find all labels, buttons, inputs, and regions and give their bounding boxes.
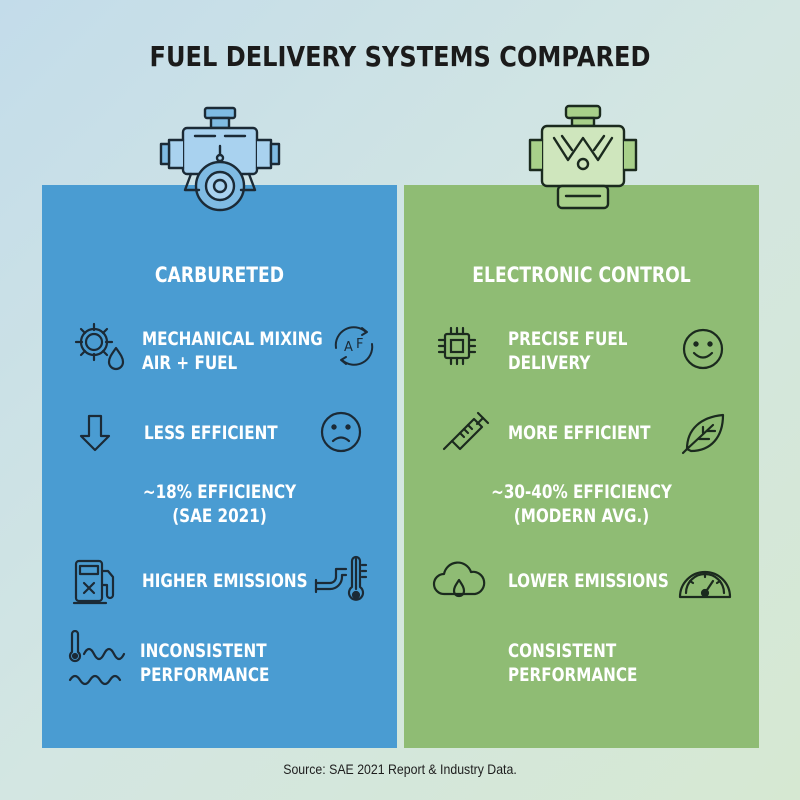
smile-face-icon <box>681 327 725 371</box>
inconsistent-performance-line1: INCONSISTENT <box>140 640 267 662</box>
gauge-icon <box>676 557 734 603</box>
efficiency-stat-line1: ~30-40% EFFICIENCY <box>491 481 672 503</box>
down-arrow-icon <box>78 413 112 453</box>
precise-fuel-line2: DELIVERY <box>508 352 591 374</box>
precise-fuel-line1: PRECISE FUEL <box>508 328 628 350</box>
efficiency-stat-line2: (MODERN AVG.) <box>513 505 650 527</box>
electronic-engine-icon <box>518 100 648 220</box>
sad-face-icon <box>319 410 363 454</box>
fuel-pump-icon <box>72 557 120 607</box>
exhaust-thermometer-icon <box>312 553 372 609</box>
less-efficient-label: LESS EFFICIENT <box>144 422 278 444</box>
mechanical-mixing-line1: MECHANICAL MIXING <box>142 328 323 350</box>
leaf-icon <box>679 409 729 457</box>
carbureted-panel: CARBURETED MECHANICAL MIXING AIR + FUEL … <box>42 185 397 748</box>
carbureted-engine-icon <box>155 100 285 220</box>
gear-droplet-icon <box>72 320 132 372</box>
more-efficient-label: MORE EFFICIENT <box>508 422 651 444</box>
air-fuel-cycle-icon: A F <box>326 318 382 374</box>
consistent-performance-line1: CONSISTENT <box>508 640 617 662</box>
electronic-control-heading: ELECTRONIC CONTROL <box>472 263 691 287</box>
page-title: FUEL DELIVERY SYSTEMS COMPARED <box>149 40 651 73</box>
svg-text:F: F <box>356 337 363 352</box>
inconsistent-performance-line2: PERFORMANCE <box>140 664 270 686</box>
mechanical-mixing-line2: AIR + FUEL <box>142 352 238 374</box>
higher-emissions-label: HIGHER EMISSIONS <box>142 570 308 592</box>
thermometer-waves-icon <box>66 630 132 688</box>
consistent-performance-line2: PERFORMANCE <box>508 664 638 686</box>
cloud-droplet-icon <box>430 560 490 604</box>
efficiency-stat-line1: ~18% EFFICIENCY <box>142 481 297 503</box>
injector-icon <box>440 407 494 457</box>
lower-emissions-label: LOWER EMISSIONS <box>508 570 669 592</box>
electronic-control-panel: ELECTRONIC CONTROL PRECISE FUEL DELIVERY… <box>404 185 759 748</box>
source-note: Source: SAE 2021 Report & Industry Data. <box>283 761 517 777</box>
svg-text:A: A <box>344 340 353 355</box>
efficiency-stat-line2: (SAE 2021) <box>172 505 267 527</box>
chip-icon <box>436 325 478 367</box>
carbureted-heading: CARBURETED <box>154 263 285 287</box>
